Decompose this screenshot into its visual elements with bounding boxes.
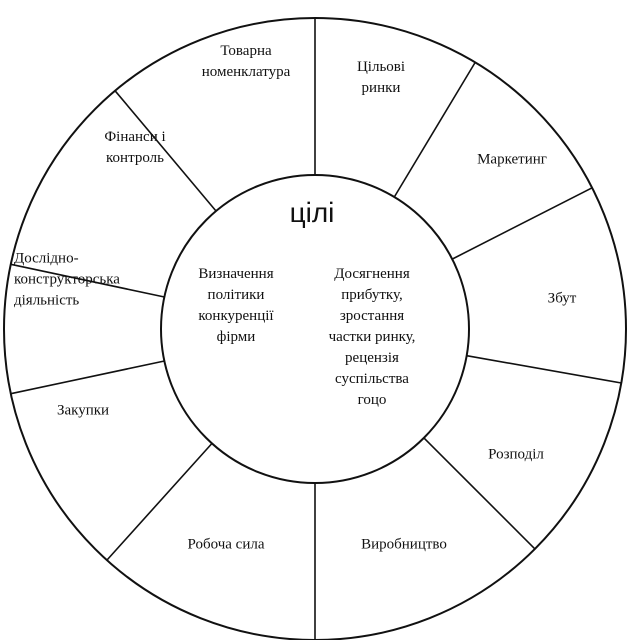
- segment-label-marketing: Маркетинг: [477, 151, 547, 168]
- segment-divider-4: [423, 437, 536, 550]
- segment-label-purchasing: Закупки: [56, 402, 110, 419]
- center-title: цілі: [289, 197, 335, 228]
- segment-dividers: [10, 18, 622, 640]
- segment-label-finance-control: Фінанси і контроль: [104, 129, 166, 166]
- segment-label-production: Виробництво: [361, 536, 447, 553]
- segment-divider-8: [10, 263, 165, 298]
- segment-label-labor-force: Робоча сила: [187, 536, 265, 553]
- segment-divider-1: [393, 61, 476, 198]
- segment-label-distribution: Розподіл: [488, 446, 544, 463]
- segment-divider-3: [466, 354, 622, 384]
- segment-label-target-markets: Цільові ринки: [356, 59, 406, 96]
- center-left-text: Визначення політики конкуренції фірми: [198, 266, 274, 345]
- segment-divider-6: [106, 442, 213, 561]
- segment-divider-2: [451, 187, 593, 260]
- segment-label-product-range: Товарна номенклатура: [201, 43, 291, 80]
- segment-divider-9: [114, 90, 217, 212]
- segment-label-rnd: Дослідно- конструкторська діяльність: [14, 250, 120, 309]
- segment-divider-7: [10, 360, 165, 395]
- center-right-text: Досягнення прибутку, зростання частки ри…: [328, 266, 416, 408]
- segment-label-sales: Збут: [547, 290, 577, 307]
